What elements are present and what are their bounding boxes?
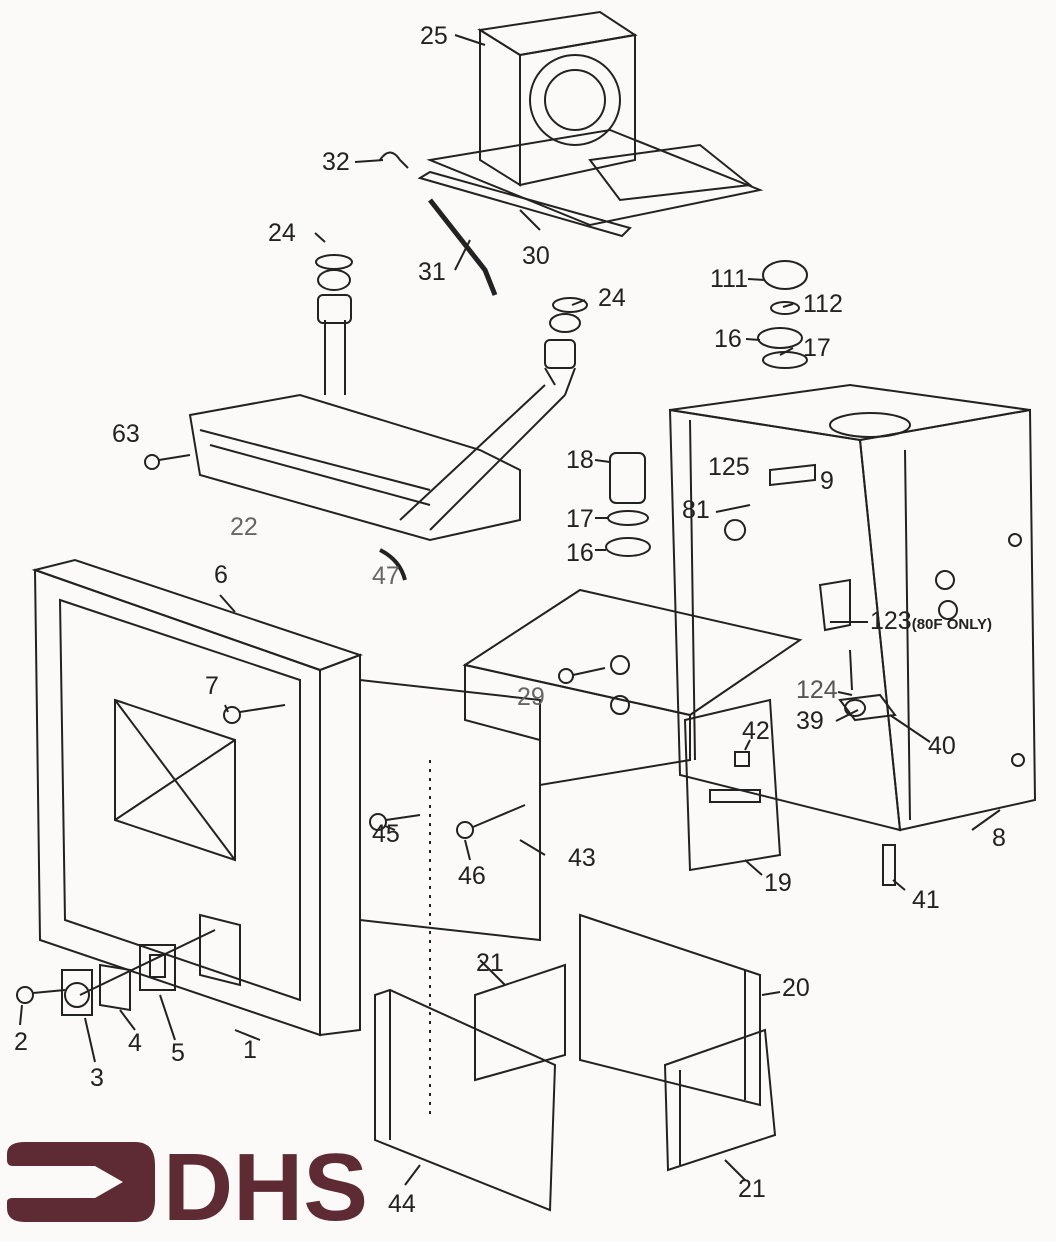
label-47: 47 [372, 562, 400, 590]
label-3: 3 [90, 1064, 104, 1092]
label-16b: 16 [566, 539, 594, 567]
label-24b: 24 [598, 284, 626, 312]
label-6: 6 [214, 561, 228, 589]
label-5: 5 [171, 1039, 185, 1067]
part-21-insulation-right [663, 1028, 777, 1181]
label-124: 124 [796, 676, 838, 704]
part-43-plate [359, 678, 546, 1120]
part-32-clip [379, 151, 409, 169]
label-123-number: 123 [870, 607, 912, 635]
label-125: 125 [708, 453, 750, 481]
part-7-screw [223, 704, 286, 724]
label-18: 18 [566, 446, 594, 474]
label-63: 63 [112, 420, 140, 448]
label-21: 21 [476, 949, 504, 977]
label-17: 17 [803, 334, 831, 362]
label-7: 7 [205, 672, 219, 700]
label-20: 20 [782, 974, 810, 1002]
label-1: 1 [243, 1036, 257, 1064]
part-8-case [668, 383, 1037, 832]
part-30-rail [417, 170, 632, 238]
part-47-wire [379, 548, 407, 581]
label-43: 43 [568, 844, 596, 872]
part-21-insulation-left [474, 959, 566, 1082]
label-32: 32 [322, 148, 350, 176]
part-25-fan-housing [426, 10, 764, 227]
label-19: 19 [764, 869, 792, 897]
part-1-front-panel [31, 558, 363, 1037]
label-111: 111 [710, 265, 749, 293]
label-2: 2 [14, 1028, 28, 1056]
label-25: 25 [420, 22, 448, 50]
label-30: 30 [522, 242, 550, 270]
part-63-screw [144, 454, 191, 470]
label-21b: 21 [738, 1175, 766, 1203]
label-123: 123(80F ONLY) [870, 609, 992, 634]
part-20-insulation-back [579, 913, 781, 1107]
dhs-logo-text: DHS [163, 1140, 368, 1225]
label-44: 44 [388, 1190, 416, 1218]
fittings [594, 260, 808, 557]
part-44-insulation [374, 988, 557, 1212]
label-4: 4 [128, 1029, 142, 1057]
label-31: 31 [418, 258, 446, 286]
label-39: 39 [796, 707, 824, 735]
part-22-heat-exchanger [188, 254, 588, 542]
label-42: 42 [742, 717, 770, 745]
part-41-bolt [882, 844, 896, 886]
dhs-logo: DHS [7, 1140, 368, 1225]
label-8: 8 [992, 824, 1006, 852]
parts-2-3-4-5 [16, 929, 261, 1063]
part-29-bracket [462, 588, 803, 787]
label-9: 9 [820, 467, 834, 495]
label-29: 29 [517, 683, 545, 711]
label-81: 81 [682, 496, 710, 524]
label-112: 112 [803, 290, 843, 318]
label-16: 16 [714, 325, 742, 353]
label-24: 24 [268, 219, 296, 247]
label-46: 46 [458, 862, 486, 890]
label-45: 45 [372, 820, 400, 848]
part-19-bracket [683, 698, 782, 876]
label-41: 41 [912, 886, 940, 914]
label-40: 40 [928, 732, 956, 760]
part-31-rod [428, 198, 498, 296]
label-123-note: (80F ONLY) [911, 616, 993, 633]
label-22: 22 [230, 513, 258, 541]
label-17b: 17 [566, 505, 594, 533]
